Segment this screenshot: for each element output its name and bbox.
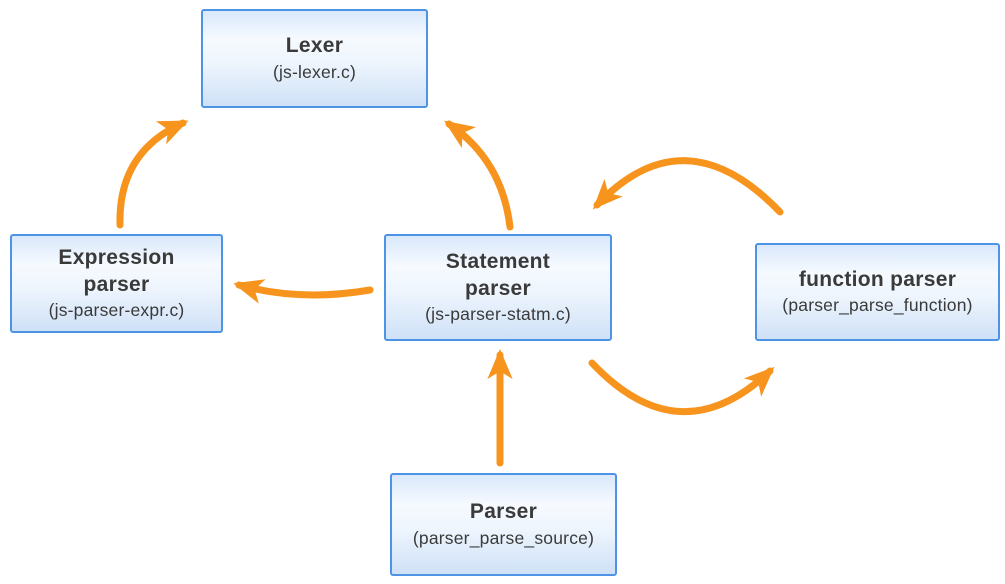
node-lexer-subtitle: (js-lexer.c)	[272, 61, 357, 82]
node-expression-parser: Expression parser (js-parser-expr.c)	[10, 234, 223, 333]
arrow-statement-parser-to-lexer	[444, 120, 514, 231]
node-parser: Parser (parser_parse_source)	[390, 473, 617, 576]
arrow-expression-parser-to-lexer	[116, 119, 189, 229]
node-lexer: Lexer (js-lexer.c)	[201, 9, 428, 108]
node-statement-parser-title: Statement parser	[445, 250, 551, 300]
arrow-statement-parser-to-expression-parser	[233, 279, 374, 304]
node-expression-parser-subtitle: (js-parser-expr.c)	[48, 299, 185, 320]
node-function-parser-title: function parser	[798, 267, 957, 291]
node-expression-parser-title: Expression parser	[58, 246, 175, 296]
node-parser-subtitle: (parser_parse_source)	[412, 527, 595, 548]
node-statement-parser: Statement parser (js-parser-statm.c)	[384, 234, 612, 341]
node-parser-title: Parser	[469, 500, 538, 524]
node-statement-parser-subtitle: (js-parser-statm.c)	[425, 303, 571, 324]
arrow-statement-parser-to-function-parser	[588, 359, 775, 415]
node-function-parser-subtitle: (parser_parse_function)	[782, 295, 973, 316]
node-function-parser: function parser (parser_parse_function)	[755, 243, 1000, 341]
node-lexer-title: Lexer	[285, 34, 344, 58]
arrow-function-parser-to-statement-parser	[592, 157, 784, 216]
